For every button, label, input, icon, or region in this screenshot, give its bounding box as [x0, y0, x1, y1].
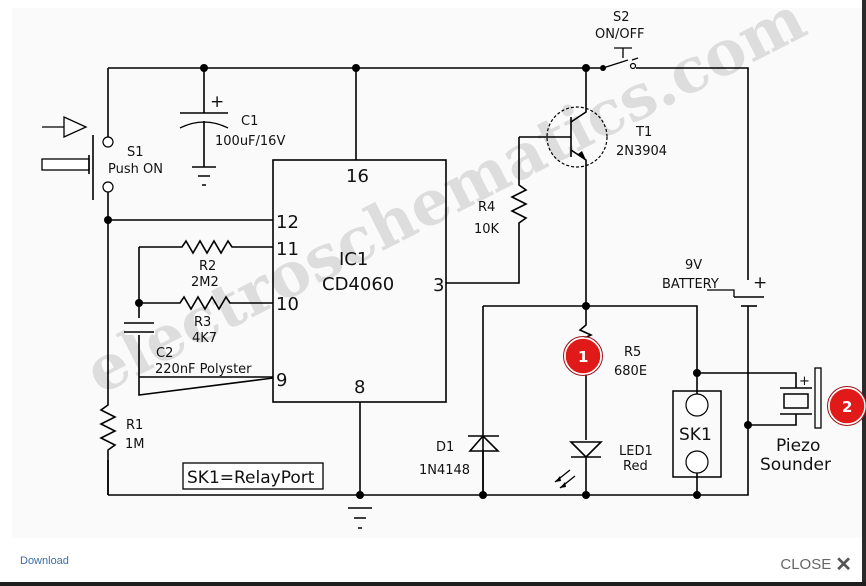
- r4-value: 10K: [474, 222, 500, 237]
- piezo-label-line1: Piezo: [776, 436, 820, 456]
- r5-value: 680E: [614, 364, 647, 379]
- top-rail-right: [636, 67, 749, 280]
- s2-value: ON/OFF: [595, 27, 645, 42]
- marker-1-number: 1: [578, 348, 588, 366]
- page-background-strip: [0, 582, 866, 586]
- switch-s2: [602, 47, 639, 70]
- sk1-ref: SK1: [679, 425, 712, 445]
- ic1-pin-9: 9: [276, 370, 287, 391]
- battery-voltage: 9V: [685, 258, 702, 273]
- ic1-pin-16: 16: [346, 166, 369, 187]
- c1-polarity: +: [210, 92, 224, 112]
- piezo-sounder: [697, 367, 822, 429]
- s2-ref: S2: [613, 10, 630, 25]
- c1-ref: C1: [241, 114, 258, 129]
- capacitor-c1: [179, 68, 229, 186]
- marker-2[interactable]: 2: [827, 386, 866, 426]
- battery-label: BATTERY: [662, 277, 719, 292]
- junction-dot: [582, 491, 590, 499]
- r1-ref: R1: [126, 418, 143, 433]
- resistor-r1: [99, 400, 117, 495]
- marker-1[interactable]: 1: [563, 336, 603, 376]
- marker-2-number: 2: [842, 398, 852, 416]
- note-box: [182, 462, 324, 490]
- piezo-polarity: +: [799, 374, 810, 389]
- transistor-t1: [519, 68, 608, 305]
- junction-dot: [356, 491, 364, 499]
- note-text: SK1=RelayPort: [187, 468, 315, 488]
- ic1-pin-3: 3: [433, 275, 444, 296]
- junction-dot: [744, 421, 752, 429]
- d1-ref: D1: [436, 440, 454, 455]
- c2-value: 220nF Polyster: [155, 362, 252, 377]
- t1-ref: T1: [635, 125, 652, 140]
- ground-symbol: [348, 507, 372, 529]
- led1-ref: LED1: [619, 444, 653, 459]
- resistor-r3: [139, 295, 273, 311]
- led-led1: [554, 441, 603, 495]
- junction-dot: [693, 491, 701, 499]
- ic1-ref: IC1: [339, 249, 368, 270]
- r5-ref: R5: [624, 345, 641, 360]
- ic1-pin-8: 8: [354, 377, 365, 398]
- resistor-r2: [139, 239, 273, 255]
- r4-ref: R4: [478, 200, 495, 215]
- close-icon: ✕: [835, 553, 852, 576]
- resistor-r4: [446, 137, 528, 284]
- ic1-pin-10: 10: [276, 294, 299, 315]
- junction-dot: [104, 216, 112, 224]
- r3-value: 4K7: [192, 331, 217, 346]
- r1-value: 1M: [125, 437, 145, 452]
- r2-value: 2M2: [191, 275, 219, 290]
- s1-ref: S1: [127, 145, 144, 160]
- s1-value: Push ON: [108, 162, 163, 177]
- close-button[interactable]: CLOSE ✕: [780, 553, 852, 576]
- ic1-pin-11: 11: [276, 239, 299, 260]
- close-label: CLOSE: [780, 556, 832, 573]
- r2-ref: R2: [199, 259, 216, 274]
- battery: [707, 289, 764, 425]
- socket-sk1: [672, 373, 722, 495]
- r3-ref: R3: [194, 315, 211, 330]
- capacitor-c2: [124, 318, 273, 378]
- c1-value: 100uF/16V: [215, 134, 285, 149]
- ic1-pin-12: 12: [276, 212, 299, 233]
- ic1-value: CD4060: [322, 274, 394, 295]
- c2-ref: C2: [156, 346, 173, 361]
- download-link[interactable]: Download: [20, 555, 69, 567]
- d1-value: 1N4148: [419, 463, 470, 478]
- diode-d1: [468, 434, 500, 495]
- led1-value: Red: [623, 459, 648, 474]
- piezo-label-line2: Sounder: [760, 455, 831, 475]
- battery-polarity: +: [753, 273, 767, 293]
- t1-value: 2N3904: [616, 144, 667, 159]
- junction-dot: [479, 491, 487, 499]
